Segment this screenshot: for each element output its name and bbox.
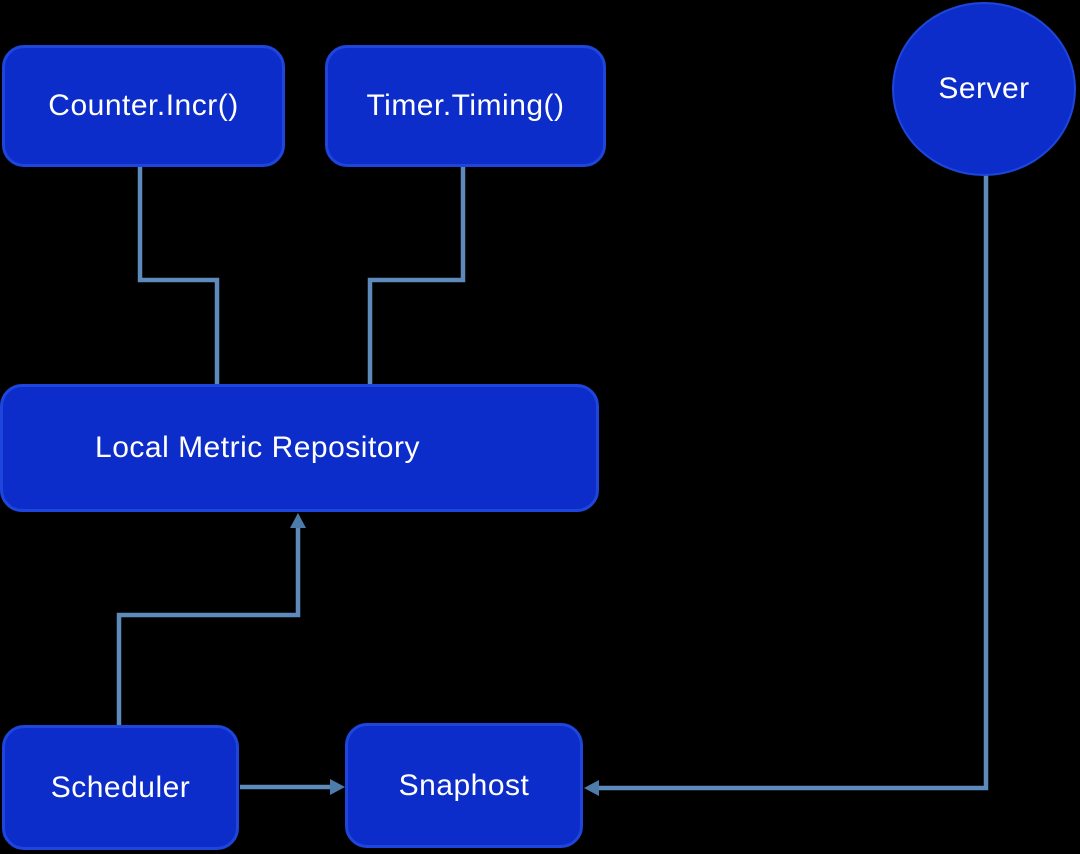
node-counter-incr[interactable]: Counter.Incr() [2, 45, 285, 167]
node-timer-timing[interactable]: Timer.Timing() [325, 45, 606, 167]
node-snapshot[interactable]: Snaphost [345, 723, 583, 848]
node-server[interactable]: Server [892, 2, 1076, 176]
edge-timer-to-repository [367, 166, 466, 384]
node-scheduler[interactable]: Scheduler [2, 725, 239, 850]
node-snapshot-label: Snaphost [398, 768, 530, 802]
edge-counter-to-repository [137, 166, 220, 384]
node-scheduler-label: Scheduler [50, 770, 191, 804]
edge-scheduler-to-repository [116, 513, 306, 727]
edge-server-to-snapshot [584, 175, 989, 796]
node-local-metric-repository-label: Local Metric Repository [95, 431, 420, 464]
node-counter-incr-label: Counter.Incr() [48, 89, 239, 122]
node-server-label: Server [938, 72, 1030, 105]
node-local-metric-repository[interactable]: Local Metric Repository [0, 384, 599, 512]
node-timer-timing-label: Timer.Timing() [366, 89, 565, 122]
